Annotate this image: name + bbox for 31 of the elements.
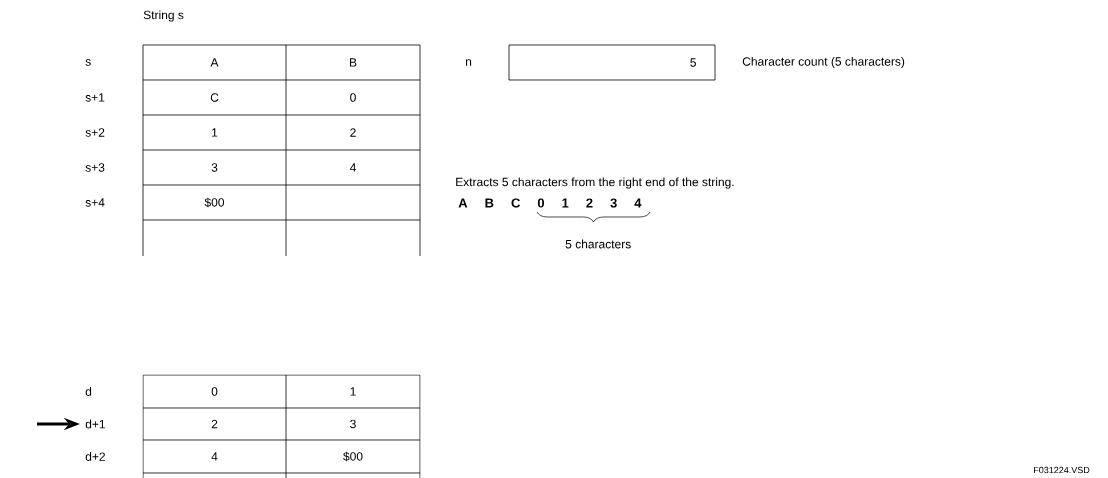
value-box: 5 bbox=[508, 44, 716, 81]
label-text: s+3 bbox=[85, 163, 105, 172]
label-text: d+2 bbox=[85, 452, 105, 461]
label-text: s+2 bbox=[85, 128, 105, 137]
label-text: 3 bbox=[350, 419, 356, 429]
label-text: 1 bbox=[350, 387, 356, 396]
label-text: $00 bbox=[204, 197, 225, 208]
label-text: 5 characters bbox=[565, 239, 631, 249]
label-text: s bbox=[85, 59, 91, 66]
label-text: A bbox=[210, 58, 219, 67]
label-text: s+1 bbox=[85, 93, 105, 102]
label-text: Extracts 5 characters from the right end of the string. bbox=[456, 177, 734, 189]
label-text: 4 bbox=[211, 452, 218, 461]
label-text: 2 bbox=[211, 419, 218, 429]
label-text: A B C 0 1 2 3 4 bbox=[458, 198, 642, 208]
label-text: C bbox=[210, 93, 219, 102]
label-text: 1 bbox=[212, 128, 218, 137]
label-text: 3 bbox=[211, 163, 218, 172]
label-text: n bbox=[466, 59, 472, 66]
label-text: String s bbox=[143, 10, 184, 22]
label-text: $00 bbox=[343, 451, 363, 462]
label-text: s+4 bbox=[85, 198, 105, 207]
label-text: d+1 bbox=[85, 419, 105, 429]
label-text: 0 bbox=[211, 387, 218, 396]
label-text: 4 bbox=[349, 163, 356, 172]
label-text: B bbox=[350, 58, 357, 67]
label-text: 0 bbox=[350, 93, 356, 102]
label-text: 2 bbox=[350, 128, 356, 137]
label-text: F031224.VSD bbox=[1034, 466, 1090, 474]
label-text: d bbox=[85, 387, 92, 396]
label-text: Character count (5 characters) bbox=[742, 56, 905, 69]
